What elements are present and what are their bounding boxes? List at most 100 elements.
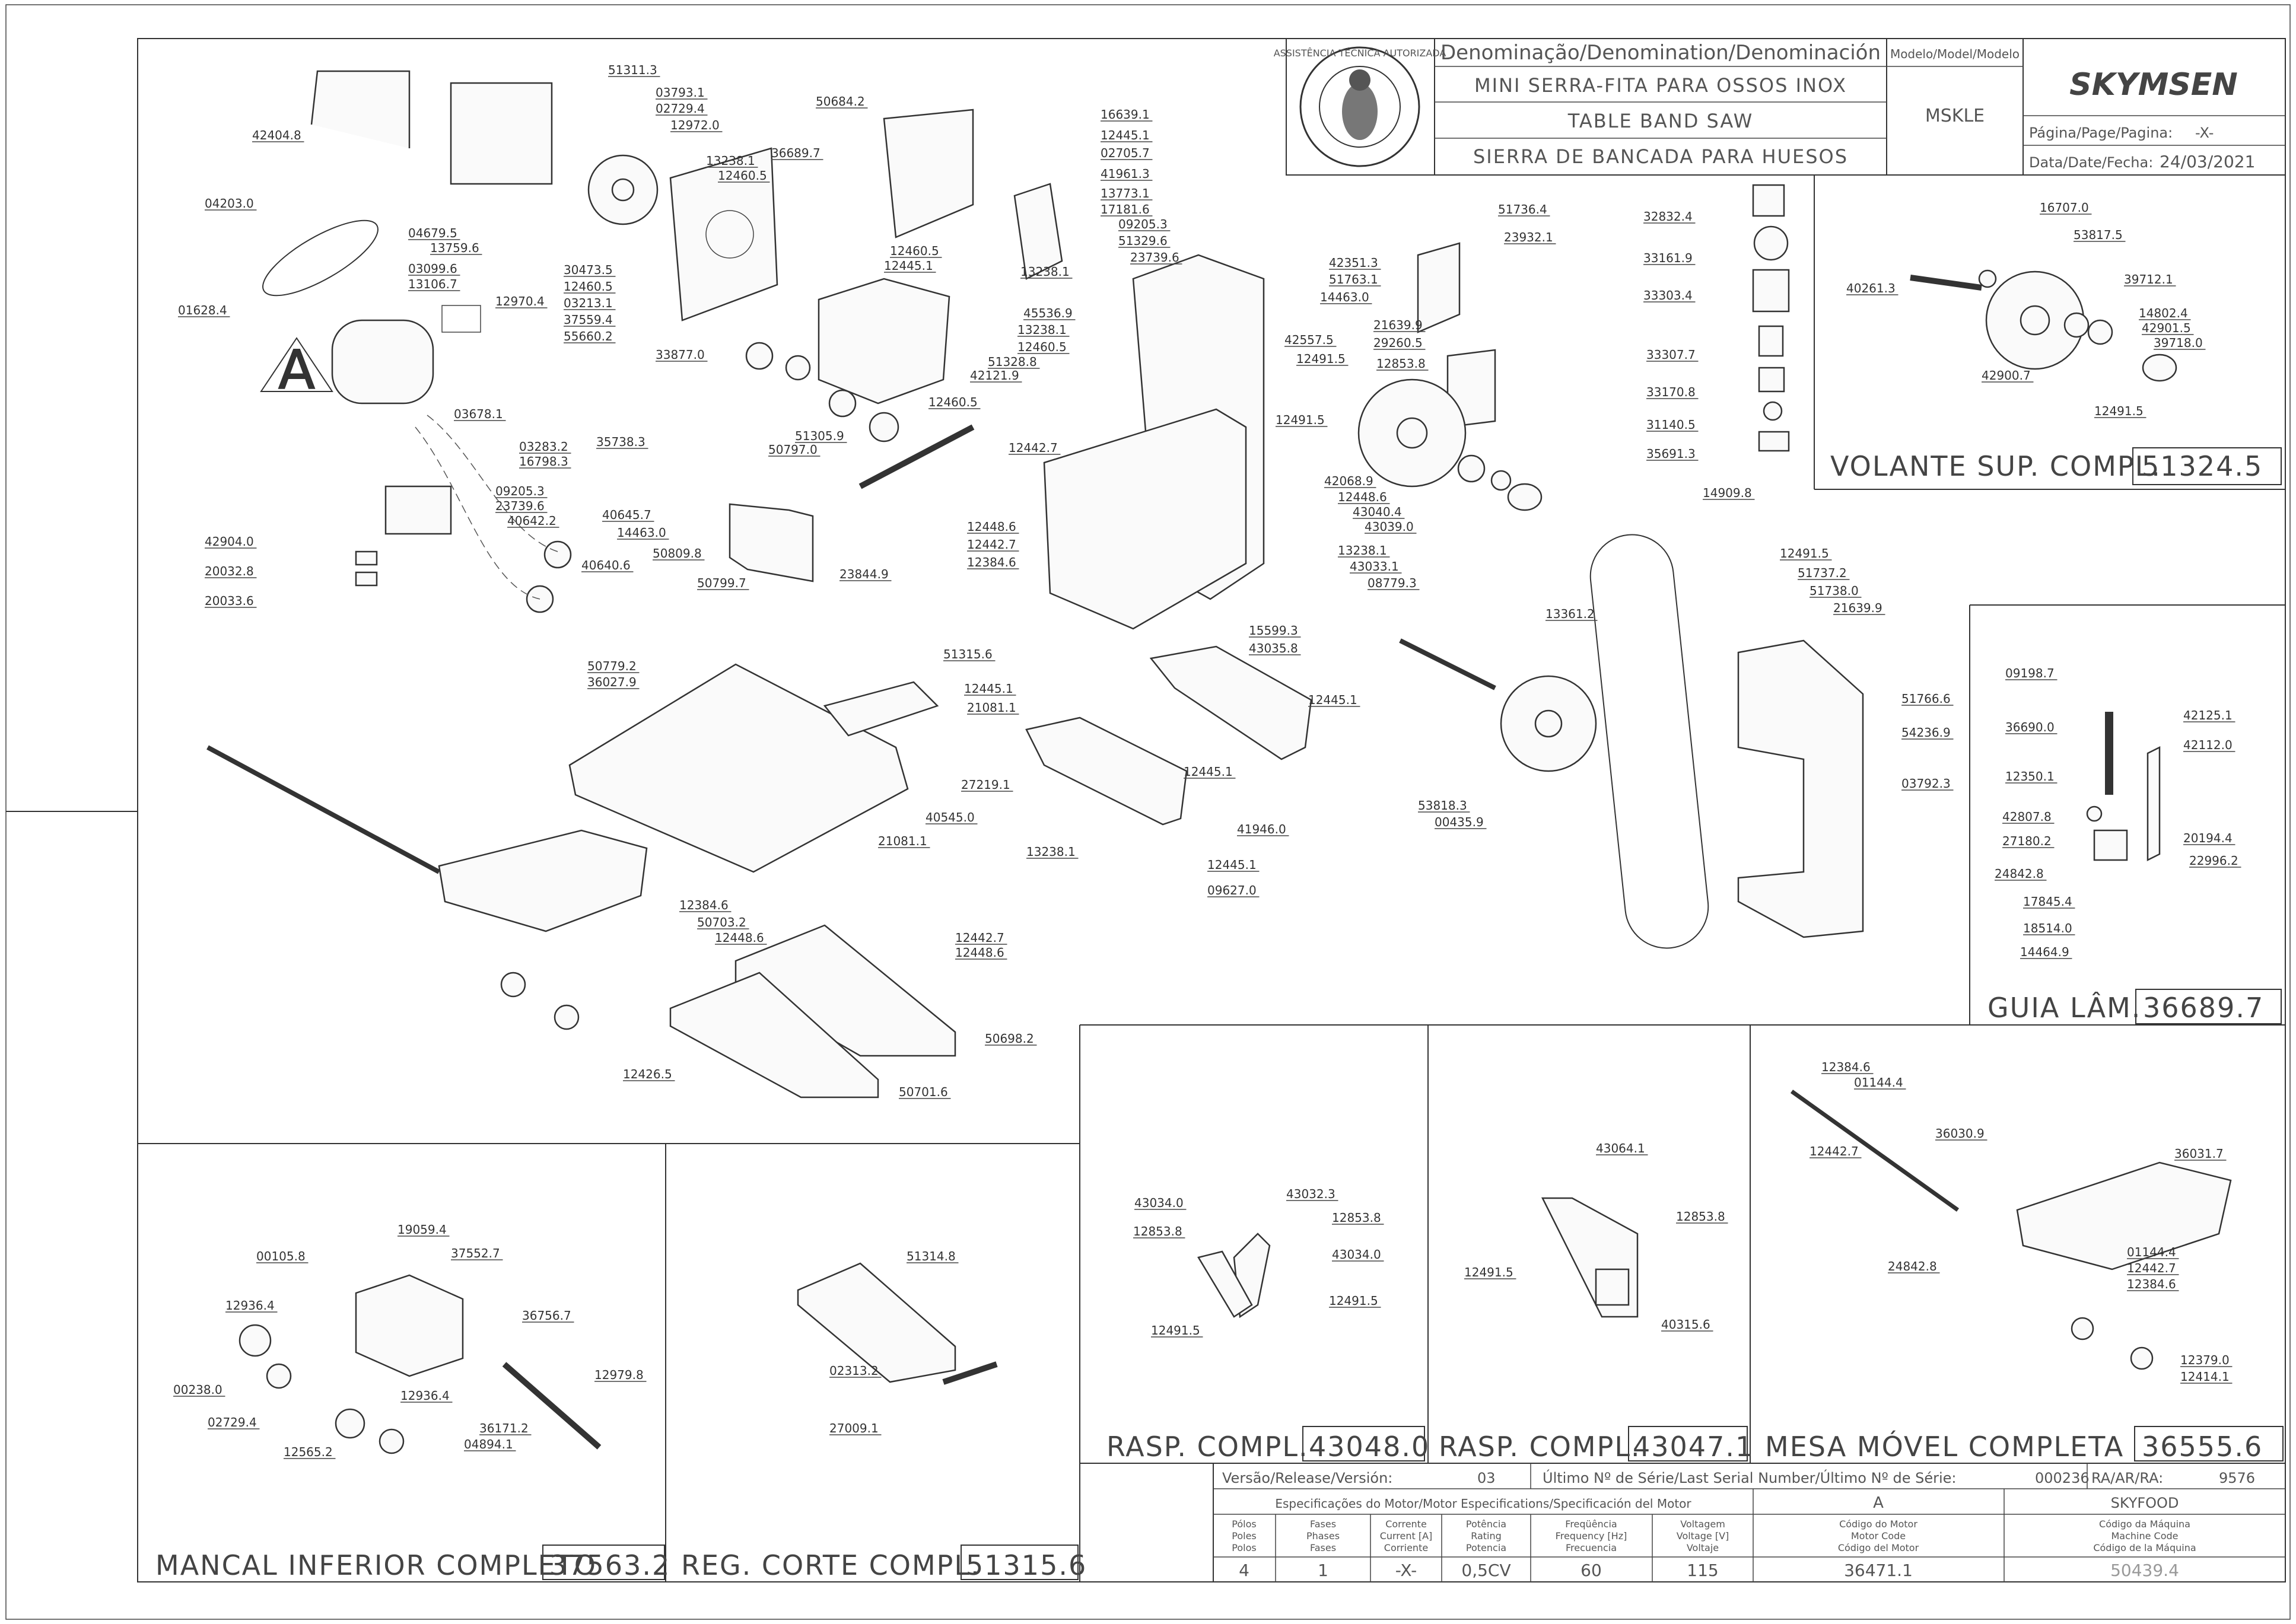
part-number-label: 04203.0 — [205, 196, 254, 211]
part-number-label: 51328.8 — [988, 355, 1037, 369]
spec-column-header: Código do Motor — [1839, 1518, 1917, 1530]
model-header: Modelo/Model/Modelo — [1890, 47, 2020, 61]
part-number-label: 12448.6 — [1338, 490, 1387, 504]
part-number-label: 50809.8 — [653, 546, 702, 561]
spec-column-value: 115 — [1687, 1561, 1718, 1580]
part-number-label: 12460.5 — [718, 168, 767, 183]
part-number-label: 50797.0 — [768, 442, 818, 457]
part-number-label: 12491.5 — [2094, 404, 2144, 418]
part-number-label: 03213.1 — [564, 296, 613, 310]
spec-column-header: Código de la Máquina — [2093, 1542, 2196, 1553]
serial-value: 000236 — [2035, 1470, 2090, 1486]
part-number-label: 29260.5 — [1373, 336, 1423, 350]
part-number-label: 40315.6 — [1661, 1317, 1710, 1332]
part-number-label: 42125.1 — [2183, 708, 2233, 722]
part-shaft — [858, 424, 975, 489]
part-number-label: 50701.6 — [899, 1085, 948, 1099]
part-number-label: 12460.5 — [890, 244, 939, 258]
part-number-label: 03678.1 — [454, 407, 503, 421]
spec-columns: PólosPolesPolos4FasesPhasesFases1Corrent… — [1232, 1518, 2196, 1580]
reg-code: 51315.6 — [966, 1549, 1087, 1581]
part-number-label: 12384.6 — [1821, 1060, 1871, 1074]
part-number-label: 13238.1 — [1020, 265, 1070, 279]
part-sticker-33307 — [1758, 325, 1784, 357]
part-number-label: 12491.5 — [1780, 546, 1829, 561]
motor-code-letter: A — [1873, 1494, 1884, 1512]
spec-column-header: Current [A] — [1380, 1530, 1433, 1542]
part-number-label: 13759.6 — [430, 241, 479, 255]
part-number-label: 36756.7 — [522, 1308, 571, 1323]
part-number-label: 21639.9 — [1833, 601, 1882, 615]
part-number-label: 51738.0 — [1810, 584, 1859, 598]
part-bushing-2 — [355, 571, 378, 587]
part-number-label: 53817.5 — [2074, 228, 2123, 242]
part-number-label: 43034.0 — [1332, 1247, 1381, 1262]
part-number-label: 42404.8 — [252, 128, 301, 142]
part-sticker-31140 — [1763, 401, 1783, 421]
part-number-label: 39712.1 — [2124, 272, 2173, 286]
part-number-label: 12445.1 — [1308, 693, 1357, 707]
part-sticker-33303 — [1752, 269, 1790, 313]
part-sticker-32832 — [1752, 184, 1785, 217]
part-number-label: 36171.2 — [479, 1421, 529, 1435]
guia-name: GUIA LÂM. — [1987, 992, 2141, 1024]
part-number-label: 02729.4 — [656, 101, 705, 116]
part-number-label: 13106.7 — [408, 277, 457, 291]
spec-column-header: Frecuencia — [1566, 1542, 1617, 1553]
part-number-label: 19059.4 — [397, 1222, 447, 1237]
part-number-label: 42900.7 — [1982, 368, 2031, 383]
part-number-label: 12384.6 — [967, 555, 1016, 569]
part-bearing-housing — [818, 278, 950, 405]
volante-detail — [1910, 269, 2177, 382]
part-number-label: 12442.7 — [2127, 1261, 2176, 1275]
part-number-label: 02313.2 — [829, 1364, 879, 1378]
part-number-label: 14464.9 — [2020, 945, 2069, 959]
part-number-label: 12491.5 — [1329, 1294, 1378, 1308]
part-number-label: 12445.1 — [964, 682, 1013, 696]
part-number-label: 35691.3 — [1646, 447, 1696, 461]
part-number-label: 12853.8 — [1676, 1209, 1725, 1224]
part-number-label: 50698.2 — [985, 1031, 1034, 1046]
part-bearing-c — [828, 389, 857, 418]
part-number-label: 50779.2 — [587, 659, 637, 673]
part-number-label: 20194.4 — [2183, 831, 2233, 845]
part-number-label: 40545.0 — [926, 810, 975, 824]
part-number-label: 51314.8 — [907, 1249, 956, 1263]
spec-column-value: 36471.1 — [1844, 1561, 1913, 1580]
part-number-label: 12442.7 — [967, 537, 1016, 552]
spec-column-header: Fases — [1310, 1518, 1336, 1530]
part-number-label: 33877.0 — [656, 348, 705, 362]
part-number-label: 27009.1 — [829, 1421, 879, 1435]
part-number-label: 36030.9 — [1935, 1126, 1985, 1141]
spec-column-header: Rating — [1471, 1530, 1502, 1542]
part-motor — [331, 319, 434, 405]
part-number-label: 37552.7 — [451, 1246, 500, 1260]
part-number-label: 22996.2 — [2189, 854, 2238, 868]
motor-marker: A — [278, 339, 315, 402]
part-number-label: 24842.8 — [1995, 867, 2044, 881]
part-number-label: 42112.0 — [2183, 738, 2233, 752]
part-number-label: 23739.6 — [495, 499, 545, 513]
part-number-label: 55660.2 — [564, 329, 613, 343]
main-exploded-view: A — [206, 70, 1864, 1098]
part-number-label: 00238.0 — [173, 1383, 222, 1397]
part-number-label: 12460.5 — [1017, 340, 1067, 354]
spec-column-header: Fases — [1310, 1542, 1336, 1553]
model-value: MSKLE — [1925, 106, 1985, 126]
part-number-label: 42121.9 — [970, 368, 1019, 383]
part-sticker-33170 — [1758, 367, 1785, 393]
labels-guia: 09198.736690.042125.142112.012350.142807… — [1995, 666, 2241, 959]
part-number-label: 40640.6 — [581, 558, 631, 572]
rasp1-detail — [1197, 1233, 1271, 1319]
spec-column-header: Corrente — [1385, 1518, 1427, 1530]
part-number-label: 30473.5 — [564, 263, 613, 277]
part-number-label: 12970.4 — [495, 294, 545, 308]
part-number-label: 51766.6 — [1901, 692, 1951, 706]
part-number-label: 12491.5 — [1151, 1323, 1200, 1338]
spec-column-header: Poles — [1232, 1530, 1257, 1542]
guia-code: 36689.7 — [2143, 992, 2264, 1024]
skyfood-label: SKYFOOD — [2111, 1495, 2179, 1511]
part-number-label: 12350.1 — [2005, 769, 2055, 784]
part-table-rod — [206, 745, 440, 874]
